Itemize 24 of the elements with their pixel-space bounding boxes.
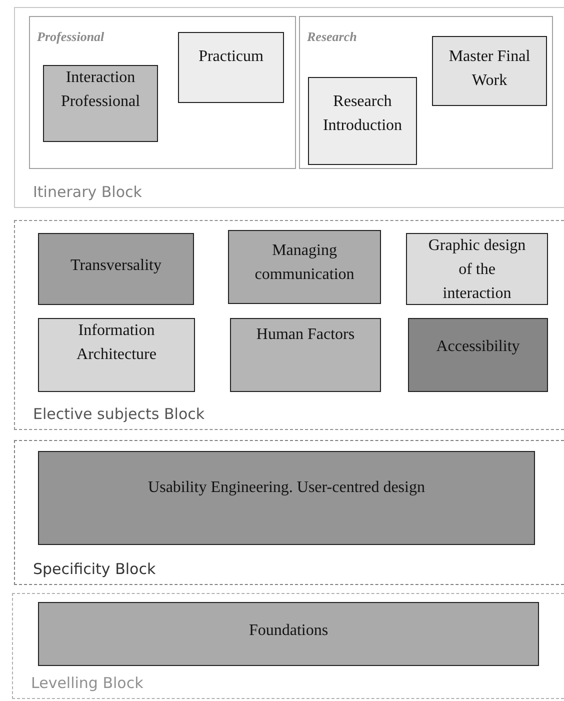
course-box: Graphic design of the interaction [406, 233, 548, 305]
course-box: Practicum [178, 32, 284, 103]
block-label: Levelling Block [31, 672, 144, 694]
course-box: Foundations [38, 602, 539, 666]
block-frame [14, 440, 564, 585]
course-box: Managing communication [228, 230, 381, 304]
course-box: Information Architecture [38, 318, 195, 392]
group-label: Professional [37, 28, 104, 46]
group-frame [299, 16, 553, 169]
block-label: Specificity Block [33, 558, 156, 580]
course-box: Human Factors [230, 318, 381, 392]
block-frame [14, 7, 564, 208]
course-box: Research Introduction [308, 77, 417, 165]
block-frame [12, 593, 564, 699]
course-box: Accessibility [408, 318, 548, 392]
course-box: Interaction Professional [43, 65, 158, 142]
group-frame [29, 16, 296, 169]
course-box: Transversality [38, 233, 194, 305]
group-label: Research [307, 28, 357, 46]
block-label: Elective subjects Block [33, 404, 205, 424]
course-box: Master Final Work [432, 36, 547, 106]
block-label: Itinerary Block [33, 182, 142, 202]
block-frame [14, 220, 564, 430]
course-box: Usability Engineering. User-centred design [38, 451, 535, 545]
